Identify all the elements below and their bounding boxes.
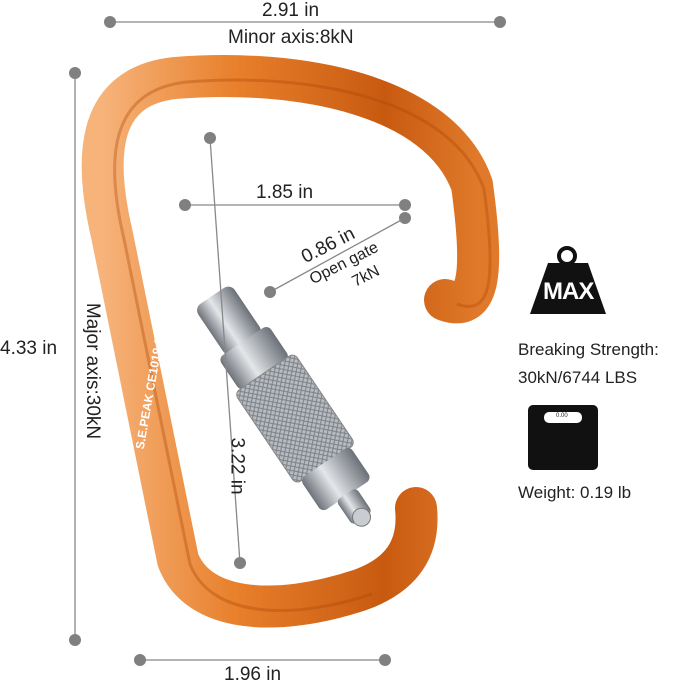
max-weight-icon [530, 246, 606, 314]
breaking-strength-label: Breaking Strength: [518, 340, 659, 359]
height-label: 4.33 in [0, 338, 58, 359]
screw-lock-gate [197, 286, 372, 527]
carabiner-body [81, 55, 500, 628]
inner-width-label: 1.85 in [256, 182, 314, 203]
breaking-strength-value: 30kN/6744 LBS [518, 368, 638, 387]
weight-label: Weight: 0.19 lb [518, 483, 632, 502]
measurement-markers [69, 16, 506, 666]
max-icon-text: MAX [543, 278, 594, 305]
inner-length-label: 3.22 in [226, 437, 248, 495]
measurement-lines [74, 21, 500, 661]
scale-display: 0.00 [556, 413, 568, 419]
width-label: 2.91 in [262, 0, 320, 21]
minor-axis-label: Minor axis:8kN [228, 27, 354, 48]
major-axis-label: Major axis:30kN [82, 302, 103, 440]
bottom-width-label: 1.96 in [224, 664, 282, 685]
scale-icon [528, 405, 598, 470]
